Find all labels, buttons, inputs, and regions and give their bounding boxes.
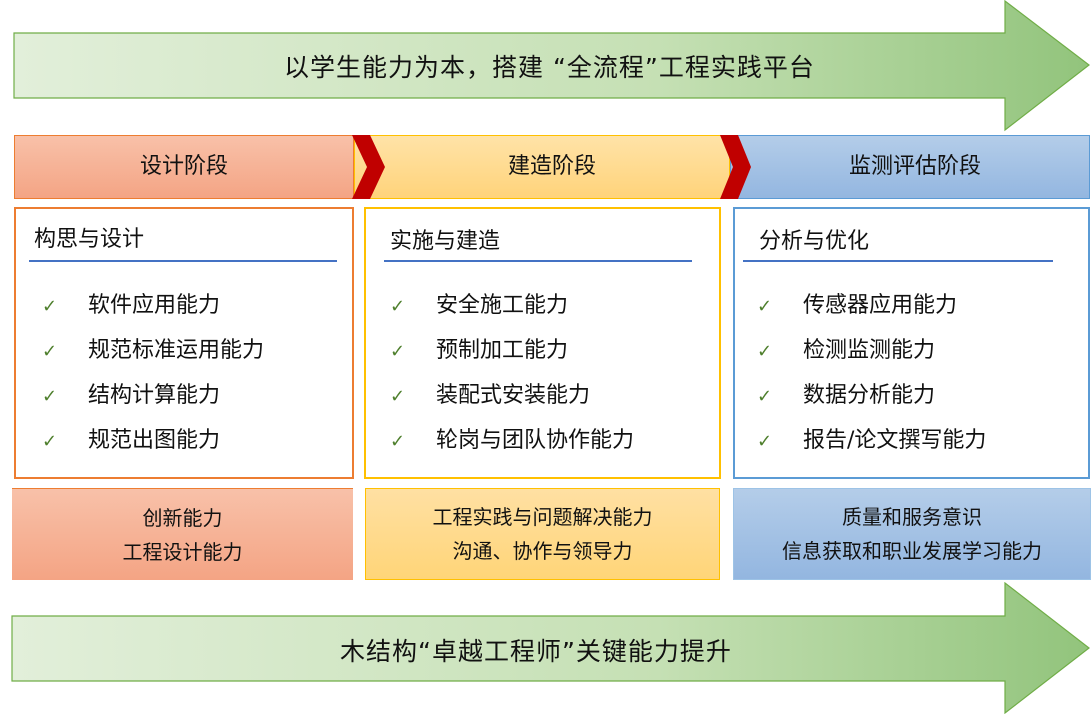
phase-label: 建造阶段	[507, 154, 596, 179]
arrow-right-icon	[11, 582, 1090, 714]
ability-list: ✓软件应用能力 ✓规范标准运用能力 ✓结构计算能力 ✓规范出图能力	[16, 283, 264, 463]
divider	[743, 260, 1053, 262]
list-item: ✓安全施工能力	[366, 283, 634, 328]
check-icon: ✓	[390, 341, 406, 362]
summary-line: 信息获取和职业发展学习能力	[782, 539, 1042, 563]
chevron-right-icon	[720, 135, 751, 199]
check-icon: ✓	[42, 386, 58, 407]
divider	[29, 260, 337, 262]
card-title: 实施与建造	[390, 229, 501, 254]
summary-build: 工程实践与问题解决能力 沟通、协作与领导力	[365, 488, 720, 580]
card-title: 构思与设计	[34, 227, 145, 252]
phase-label: 设计阶段	[139, 154, 228, 179]
check-icon: ✓	[42, 431, 58, 452]
list-item: ✓数据分析能力	[735, 373, 986, 418]
summary-line: 工程实践与问题解决能力	[432, 505, 653, 529]
top-arrow: 以学生能力为本，搭建 “全流程”工程实践平台	[0, 0, 1091, 132]
phase-label: 监测评估阶段	[848, 154, 981, 179]
summary-monitor: 质量和服务意识 信息获取和职业发展学习能力	[733, 488, 1091, 580]
improvement-title: 木结构“卓越工程师”关键能力提升	[340, 637, 732, 666]
phase-monitor: 监测评估阶段	[730, 135, 1090, 199]
summary-line: 沟通、协作与领导力	[452, 539, 633, 563]
check-icon: ✓	[42, 296, 58, 317]
list-item: ✓预制加工能力	[366, 328, 634, 373]
list-item: ✓软件应用能力	[16, 283, 264, 328]
list-item: ✓结构计算能力	[16, 373, 264, 418]
bottom-arrow: 木结构“卓越工程师”关键能力提升	[0, 582, 1091, 714]
arrow-right-icon	[13, 0, 1090, 132]
card-design: 构思与设计 ✓软件应用能力 ✓规范标准运用能力 ✓结构计算能力 ✓规范出图能力	[14, 207, 354, 479]
phase-build: 建造阶段	[354, 135, 730, 199]
list-item: ✓装配式安装能力	[366, 373, 634, 418]
summary-line: 工程设计能力	[122, 539, 243, 564]
divider	[384, 260, 692, 262]
check-icon: ✓	[390, 386, 406, 407]
summary-design: 创新能力 工程设计能力	[12, 488, 353, 580]
summary-line: 质量和服务意识	[842, 505, 982, 529]
list-item: ✓轮岗与团队协作能力	[366, 418, 634, 463]
chevron-right-icon	[352, 135, 385, 199]
check-icon: ✓	[757, 341, 773, 362]
card-monitor: 分析与优化 ✓传感器应用能力 ✓检测监测能力 ✓数据分析能力 ✓报告/论文撰写能…	[733, 207, 1090, 479]
check-icon: ✓	[42, 341, 58, 362]
list-item: ✓规范标准运用能力	[16, 328, 264, 373]
summary-line: 创新能力	[142, 505, 223, 530]
check-icon: ✓	[757, 431, 773, 452]
list-item: ✓传感器应用能力	[735, 283, 986, 328]
ability-list: ✓传感器应用能力 ✓检测监测能力 ✓数据分析能力 ✓报告/论文撰写能力	[735, 283, 986, 463]
card-title: 分析与优化	[759, 229, 870, 254]
phase-design: 设计阶段	[14, 135, 354, 199]
check-icon: ✓	[757, 296, 773, 317]
ability-list: ✓安全施工能力 ✓预制加工能力 ✓装配式安装能力 ✓轮岗与团队协作能力	[366, 283, 634, 463]
card-build: 实施与建造 ✓安全施工能力 ✓预制加工能力 ✓装配式安装能力 ✓轮岗与团队协作能…	[364, 207, 721, 479]
check-icon: ✓	[390, 296, 406, 317]
list-item: ✓规范出图能力	[16, 418, 264, 463]
check-icon: ✓	[757, 386, 773, 407]
platform-title: 以学生能力为本，搭建 “全流程”工程实践平台	[284, 53, 815, 82]
check-icon: ✓	[390, 431, 406, 452]
list-item: ✓检测监测能力	[735, 328, 986, 373]
list-item: ✓报告/论文撰写能力	[735, 418, 986, 463]
